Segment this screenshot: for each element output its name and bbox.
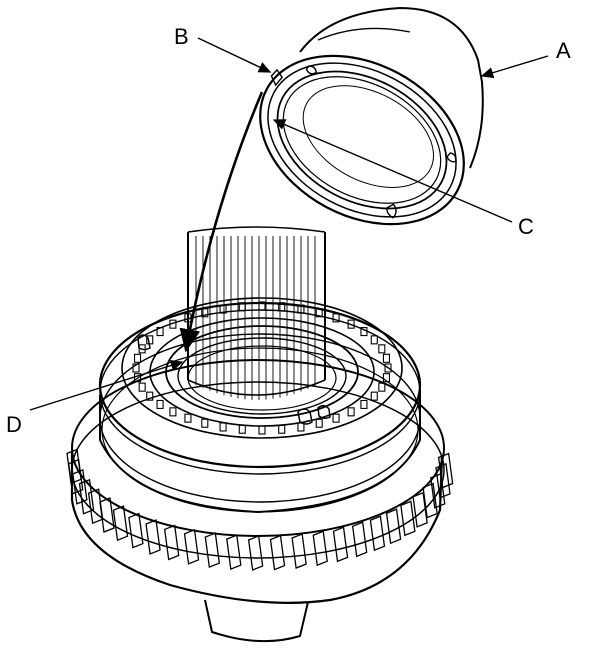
synchro-ring [259,54,465,226]
gear-tooth [351,521,368,558]
shaft-splines [195,236,316,400]
dog-tooth [278,302,286,312]
dog-tooth [132,363,140,373]
gear-tooth [247,535,264,571]
dog-tooth [370,335,378,345]
gear-tooth [112,505,129,542]
dog-tooth [134,353,142,363]
gear-tooth [99,497,115,533]
synchro-sleeve [98,297,422,514]
dog-tooth [382,353,390,363]
callout-c: C [272,119,534,239]
dog-tooth [360,399,368,409]
alignment-arrow [179,91,264,353]
gear-tooth [78,478,95,515]
splined-shaft [187,226,326,400]
gear-tooth [269,534,286,571]
gear-tooth [312,530,328,567]
dog-tooth [238,424,246,434]
gear-tooth [332,526,349,563]
dog-tooth [219,304,227,314]
dog-tooth [156,399,164,409]
dog-tooth [347,407,355,417]
gear-tooth [435,462,451,499]
gear-tooth [369,515,386,552]
helical-gear [66,359,454,643]
gear-tooth [422,482,438,519]
callout-b-label: B [174,24,189,49]
callout-c-label: C [518,214,534,239]
dog-tooth [278,424,286,434]
gear-tooth [204,532,221,568]
dog-tooth [360,327,368,337]
dog-tooth [332,413,340,423]
gear-tooth [128,512,144,549]
dog-tooth [315,308,323,318]
dog-tooth [201,308,209,318]
gear-tooth [87,488,104,525]
gear-tooth [412,491,428,528]
gear-tooth [226,534,242,571]
dog-tooth [184,413,192,423]
dog-tooth [347,319,355,329]
dog-tooth [146,391,154,401]
callout-d: D [6,360,184,437]
dog-tooth [156,327,164,337]
callout-a-label: A [556,38,571,63]
gear-tooth [291,533,307,569]
synchro-ring-cone [299,6,484,169]
gear-tooth [430,472,446,509]
dog-tooth [315,418,323,428]
dog-tooth [138,382,146,392]
dog-tooth [378,344,386,354]
dog-tooth [201,418,209,428]
dog-tooth [382,373,390,383]
gear-tooth [145,519,161,555]
callout-a: A [480,38,571,79]
dog-tooth [258,425,266,435]
gear-tooth [66,448,82,485]
dog-tooth [384,363,392,373]
callout-b: B [174,24,272,73]
dog-tooth [370,391,378,401]
dog-tooth [219,422,227,432]
dog-tooth [169,319,177,329]
gear-tooth [183,528,200,565]
dog-tooth [332,313,340,323]
gear-tooth [163,524,180,561]
callout-d-label: D [6,412,22,437]
gear-tooth [385,508,402,545]
dog-tooth [169,407,177,417]
helical-gear-teeth [66,448,454,571]
gear-tooth [400,500,416,537]
dog-tooth [378,382,386,392]
